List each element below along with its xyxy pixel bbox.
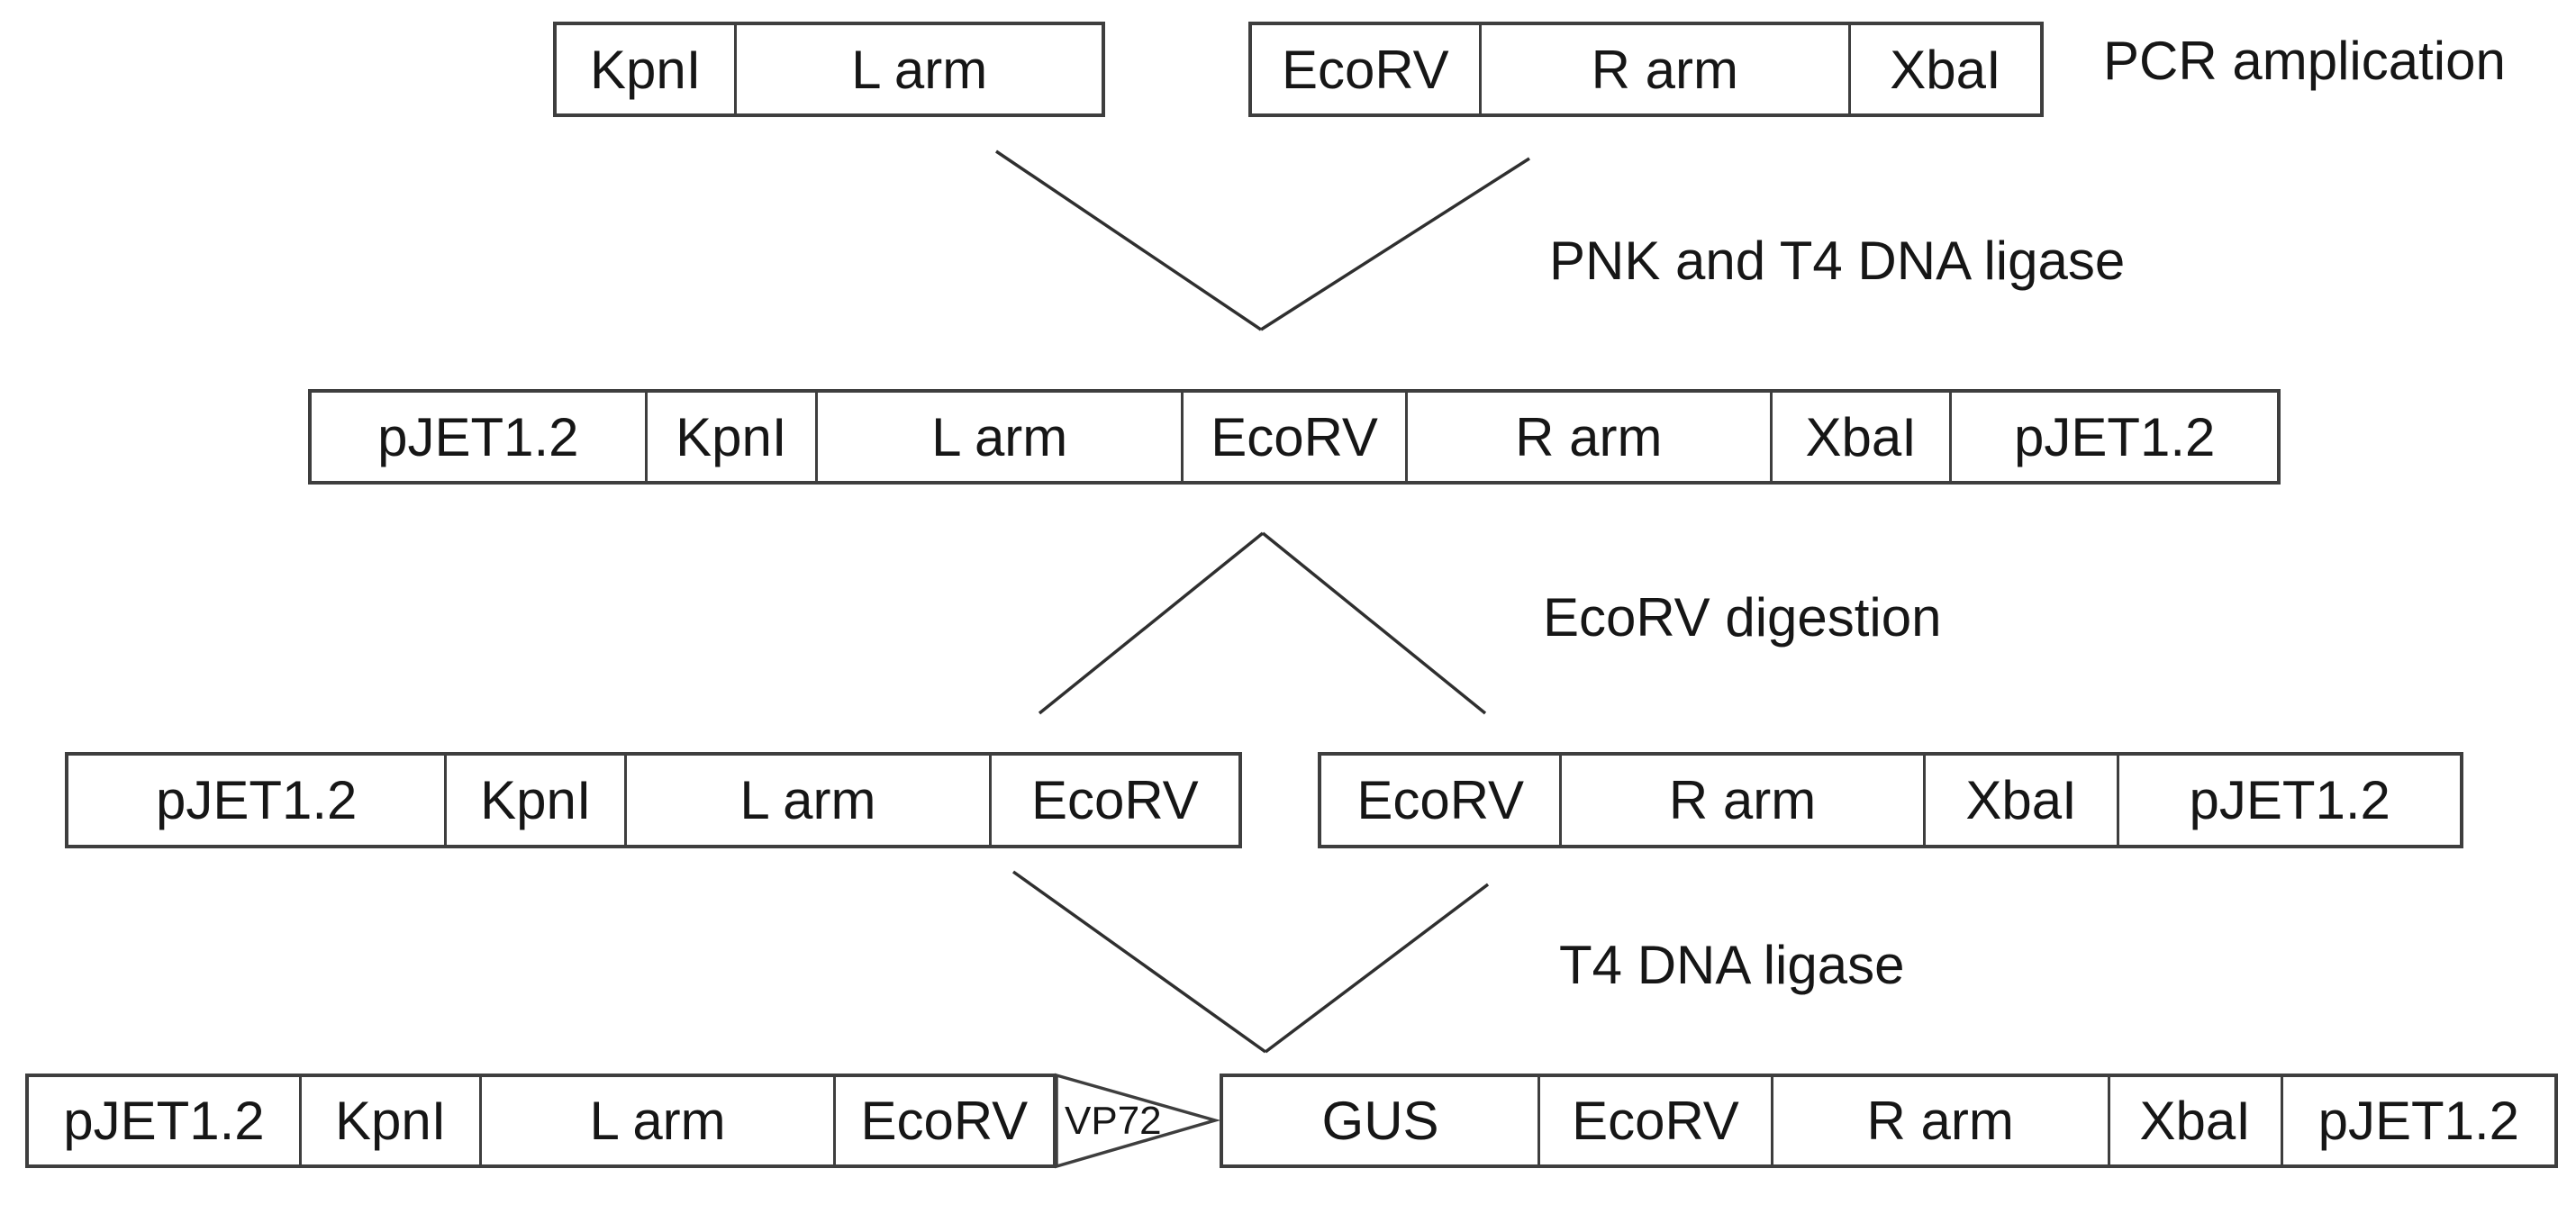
step-label-t4-ligase: T4 DNA ligase xyxy=(1559,935,1905,995)
construct-merged-pjet: pJET1.2 KpnI L arm EcoRV R arm XbaI pJET… xyxy=(308,389,2281,485)
segment-l-arm: L arm xyxy=(482,1077,836,1164)
ligate-line-right xyxy=(1264,883,1490,1054)
construct-digest-right: EcoRV R arm XbaI pJET1.2 xyxy=(1318,752,2463,848)
step-label-ecorv-digestion: EcoRV digestion xyxy=(1543,587,1942,648)
construct-pcr-left-arm: KpnI L arm xyxy=(553,22,1105,117)
segment-pjet12: pJET1.2 xyxy=(2282,1077,2554,1164)
segment-xbai: XbaI xyxy=(1850,25,2040,113)
merge-line-left xyxy=(995,149,1262,331)
segment-ecorv: EcoRV xyxy=(991,756,1238,845)
segment-l-arm: L arm xyxy=(627,756,992,845)
segment-ecorv: EcoRV xyxy=(835,1077,1053,1164)
segment-pjet12: pJET1.2 xyxy=(2119,756,2460,845)
segment-pjet12: pJET1.2 xyxy=(29,1077,302,1164)
segment-r-arm: R arm xyxy=(1773,1077,2110,1164)
digest-line-left xyxy=(1038,531,1265,715)
segment-ecorv: EcoRV xyxy=(1184,393,1408,481)
segment-xbai: XbaI xyxy=(1925,756,2120,845)
segment-r-arm: R arm xyxy=(1407,393,1773,481)
segment-ecorv: EcoRV xyxy=(1252,25,1482,113)
segment-kpni: KpnI xyxy=(301,1077,483,1164)
segment-pjet12: pJET1.2 xyxy=(1952,393,2278,481)
segment-ecorv: EcoRV xyxy=(1321,756,1563,845)
ligate-line-left xyxy=(1011,870,1267,1054)
segment-r-arm: R arm xyxy=(1562,756,1926,845)
construct-pcr-right-arm: EcoRV R arm XbaI xyxy=(1248,22,2044,117)
construct-digest-left: pJET1.2 KpnI L arm EcoRV xyxy=(65,752,1242,848)
segment-gus: GUS xyxy=(1223,1077,1541,1164)
digest-line-right xyxy=(1261,531,1487,715)
segment-pjet12: pJET1.2 xyxy=(312,393,648,481)
step-label-pcr-amplification: PCR amplication xyxy=(2103,31,2506,91)
segment-kpni: KpnI xyxy=(647,393,818,481)
merge-line-right xyxy=(1260,157,1530,331)
segment-r-arm: R arm xyxy=(1481,25,1851,113)
construct-final-right: GUS EcoRV R arm XbaI pJET1.2 xyxy=(1220,1074,2558,1168)
segment-kpni: KpnI xyxy=(557,25,738,113)
segment-xbai: XbaI xyxy=(1773,393,1953,481)
segment-l-arm: L arm xyxy=(817,393,1184,481)
segment-xbai: XbaI xyxy=(2109,1077,2283,1164)
segment-pjet12: pJET1.2 xyxy=(68,756,448,845)
segment-l-arm: L arm xyxy=(737,25,1102,113)
segment-vp72-arrow-label: VP72 xyxy=(1065,1098,1162,1143)
segment-kpni: KpnI xyxy=(447,756,628,845)
vp72-arrow-icon xyxy=(1055,1073,1221,1169)
segment-ecorv: EcoRV xyxy=(1540,1077,1773,1164)
construct-final-left: pJET1.2 KpnI L arm EcoRV xyxy=(25,1074,1057,1168)
step-label-pnk-t4-ligase: PNK and T4 DNA ligase xyxy=(1549,231,2126,291)
